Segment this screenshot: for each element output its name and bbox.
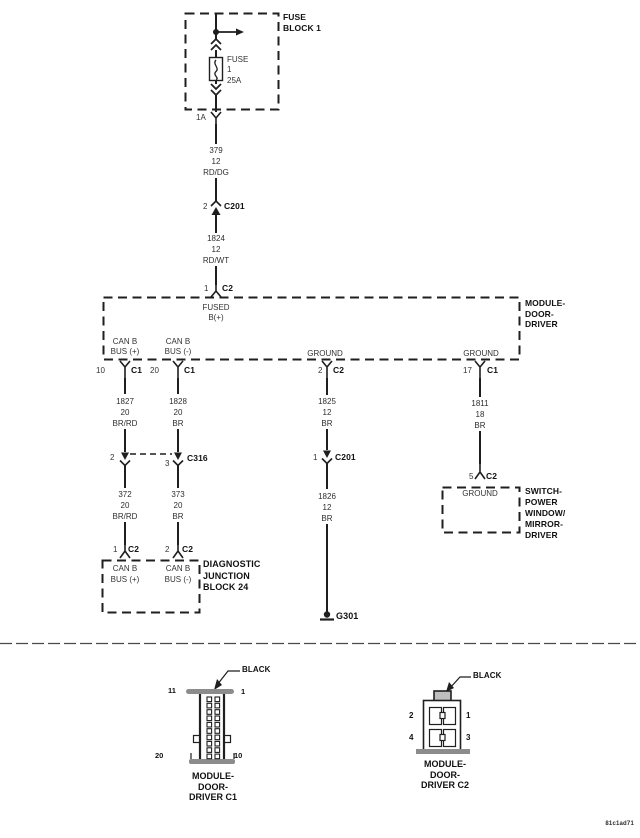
pin-10-num: 10 [96, 366, 105, 375]
c2-upper-pin: 1 [204, 284, 209, 293]
djb-pin-1-conn: C2 [128, 544, 140, 554]
module-ground-right-label: GROUND [463, 349, 499, 358]
c1-pin-10: 10 [234, 751, 243, 760]
right-ground-wire [474, 378, 486, 480]
c2-switch-name: C2 [486, 471, 498, 481]
pin-2-conn: C2 [333, 365, 345, 375]
c2-pin-cavities [428, 706, 457, 748]
c2-black-arrow-icon [446, 682, 454, 692]
module-ground-center-label: GROUND [307, 349, 343, 358]
g301-label: G301 [336, 611, 359, 621]
c201-lower-name: C201 [335, 452, 356, 462]
wire-label-379: 379 12 RD/DG [201, 145, 231, 178]
c2-pin-1: 1 [466, 711, 471, 720]
djb-can-plus-label: CAN B BUS (+) [110, 564, 140, 584]
switch-power-window-box [441, 486, 521, 534]
pin-17-conn: C1 [487, 365, 499, 375]
pin-17-num: 17 [463, 366, 472, 375]
terminal-1a-icon [210, 111, 222, 124]
module-can-plus-label: CAN B BUS (+) [110, 337, 140, 356]
fuse-rating-label: FUSE 1 25A [227, 55, 249, 85]
module-door-driver-box [102, 296, 521, 361]
c1-pin-1: 1 [241, 687, 246, 696]
switch-ground-label: GROUND [462, 489, 498, 498]
pin-2-num: 2 [318, 366, 323, 375]
can-minus-wire [172, 378, 184, 559]
c1-pin-11: 11 [168, 686, 176, 695]
djb-can-minus-label: CAN B BUS (-) [164, 564, 192, 584]
c2-switch-pin: 5 [469, 472, 474, 481]
c316-pin-right: 3 [165, 459, 170, 468]
power-feed-wire [208, 14, 244, 298]
connector-c1-view [186, 670, 240, 764]
c201-upper-name: C201 [224, 201, 245, 211]
connector-c2-view [416, 676, 471, 754]
wire-label-1828: 1828 20 BR [167, 396, 189, 429]
connector-c201-upper-icon [210, 199, 222, 215]
wire-label-1825: 1825 12 BR [316, 396, 338, 429]
terminal-c2-upper-icon [210, 285, 222, 298]
switch-power-window-label: SWITCH- POWER WINDOW/ MIRROR- DRIVER [525, 486, 566, 540]
djb-pin-2-conn: C2 [182, 544, 194, 554]
c2-black-label: BLACK [473, 671, 502, 680]
diagram-code: 81c1ad71 [605, 821, 634, 827]
c1-black-arrow-icon [214, 679, 222, 690]
wire-label-373: 373 20 BR [169, 489, 187, 522]
fuse-block-label: FUSE BLOCK 1 [283, 12, 322, 33]
djb-pin-1-num: 1 [113, 545, 118, 554]
wire-label-1827: 1827 20 BR/RD [110, 396, 140, 429]
ground-g301-icon [323, 611, 331, 618]
c2-pin-3: 3 [466, 733, 471, 742]
c1-caption: MODULE- DOOR- DRIVER C1 [188, 771, 238, 803]
c2-pin-4: 4 [409, 733, 414, 742]
c201-upper-pin: 2 [203, 202, 208, 211]
wire-label-372: 372 20 BR/RD [110, 489, 140, 522]
djb-pin-2-num: 2 [165, 545, 170, 554]
pin-10-conn: C1 [131, 365, 143, 375]
c1-pin-grid [206, 696, 221, 760]
feed-arrow-icon [236, 28, 244, 36]
center-ground-wire [320, 378, 334, 621]
diagnostic-junction-box [101, 559, 201, 614]
pin-1a-label: 1A [196, 113, 206, 122]
c2-upper-name: C2 [222, 283, 234, 293]
pin-20-conn: C1 [184, 365, 196, 375]
can-plus-wire [119, 378, 131, 559]
c2-pin-2: 2 [409, 711, 414, 720]
module-can-minus-label: CAN B BUS (-) [164, 337, 192, 356]
wire-label-1826: 1826 12 BR [316, 491, 338, 524]
module-fused-label: FUSED B(+) [202, 303, 230, 322]
c201-lower-pin: 1 [313, 453, 318, 462]
wire-label-1811: 1811 18 BR [469, 398, 491, 431]
diagnostic-junction-label: DIAGNOSTIC JUNCTION BLOCK 24 [203, 559, 261, 593]
c316-pin-left: 2 [110, 453, 115, 462]
c2-caption: MODULE- DOOR- DRIVER C2 [420, 759, 470, 791]
pin-20-num: 20 [150, 366, 159, 375]
c1-pin-20: 20 [155, 751, 164, 760]
module-door-driver-label: MODULE- DOOR- DRIVER [525, 298, 566, 330]
fuse-block-box [184, 12, 280, 111]
c1-black-label: BLACK [242, 665, 271, 674]
wire-label-1824: 1824 12 RD/WT [200, 233, 232, 266]
c316-name: C316 [187, 453, 208, 463]
module-pin-terminals [119, 360, 486, 378]
